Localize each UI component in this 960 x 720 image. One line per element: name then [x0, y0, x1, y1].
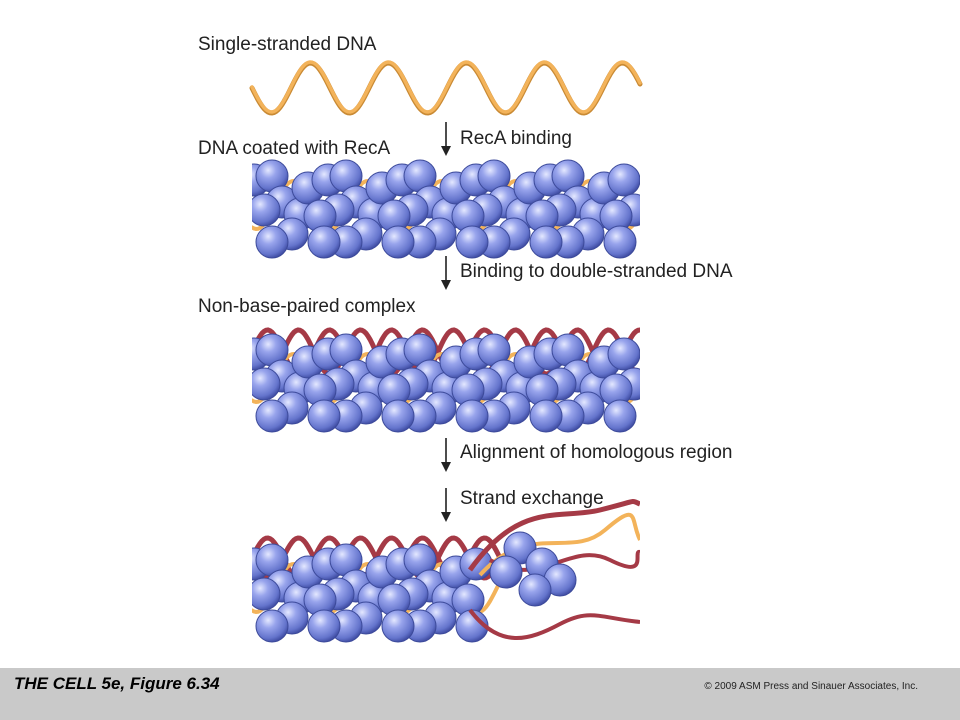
reca-monomer [603, 399, 637, 433]
exchanged-ds-strand [467, 499, 640, 572]
step-strand-exchange: Strand exchange [460, 488, 604, 509]
reca-coated-filament [252, 159, 640, 259]
arrow-down-icon [441, 488, 451, 522]
footer-bar [0, 668, 960, 720]
copyright-notice: © 2009 ASM Press and Sinauer Associates,… [704, 681, 918, 692]
reca-monomer [455, 399, 489, 433]
reca-monomer [255, 609, 289, 643]
reca-monomer [252, 193, 281, 227]
non-base-paired-complex [252, 327, 640, 433]
reca-monomer [607, 337, 640, 371]
strand-exchange-complex [252, 499, 640, 643]
reca-monomer [255, 399, 289, 433]
reca-monomer [381, 399, 415, 433]
reca-monomer [489, 555, 523, 589]
reca-monomer [381, 225, 415, 259]
displaced-strand [468, 608, 640, 640]
reca-monomer [381, 609, 415, 643]
reca-monomer [607, 163, 640, 197]
reca-monomer [252, 367, 281, 401]
figure-caption-title: THE CELL 5e, Figure 6.34 [14, 674, 220, 693]
step-binding-to-double-stranded-dna: Binding to double-stranded DNA [460, 261, 733, 282]
step-reca-binding: RecA binding [460, 128, 572, 149]
arrow-down-icon [441, 256, 451, 290]
reca-monomer [307, 225, 341, 259]
step-alignment-of-homologous-region: Alignment of homologous region [460, 442, 733, 463]
reca-monomer [307, 399, 341, 433]
reca-monomer [529, 225, 563, 259]
reca-monomer [603, 225, 637, 259]
reca-monomer [529, 399, 563, 433]
reca-monomer [252, 577, 281, 611]
single-stranded-dna-helix [249, 60, 643, 116]
reca-monomer [255, 225, 289, 259]
arrow-down-icon [441, 438, 451, 472]
label-non-base-paired-complex: Non-base-paired complex [198, 296, 416, 317]
ss-dna-strand [250, 60, 642, 114]
arrow-down-icon [441, 122, 451, 156]
label-single-stranded-dna: Single-stranded DNA [198, 34, 377, 55]
reca-monomer [455, 225, 489, 259]
label-dna-coated-with-reca: DNA coated with RecA [198, 138, 391, 159]
reca-monomer [307, 609, 341, 643]
reca-monomer [518, 573, 552, 607]
